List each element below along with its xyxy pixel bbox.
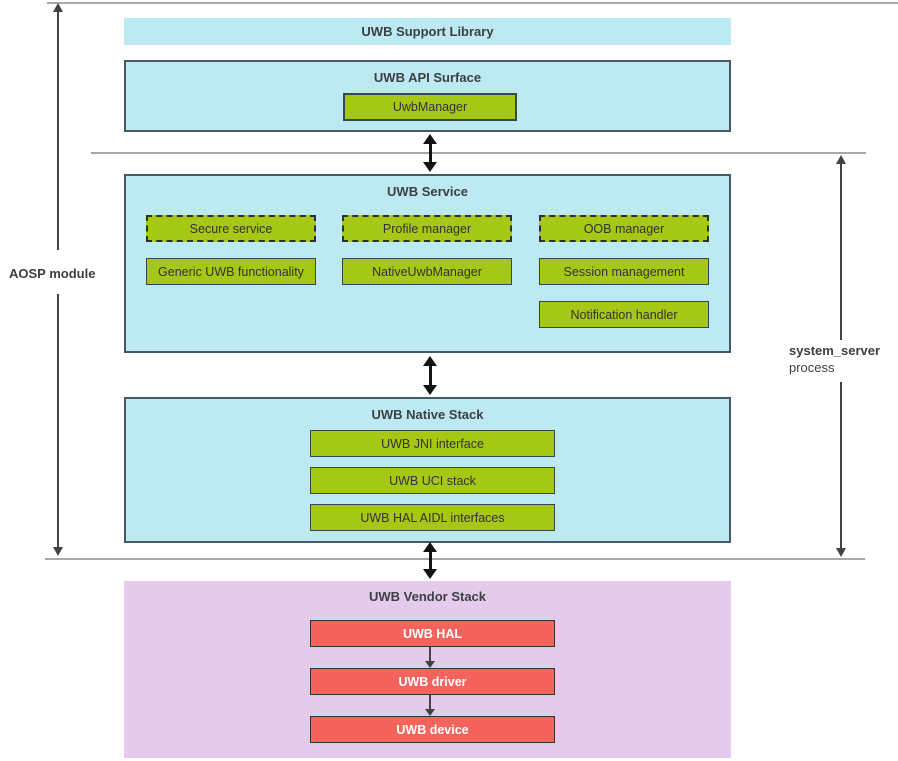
- arrowhead-down-icon: [423, 569, 437, 579]
- system-server-span-arrowhead-up-icon: [836, 155, 846, 164]
- uwb-support-library-bar: UWB Support Library: [124, 18, 731, 45]
- system-server-label-line1: system_server: [789, 343, 881, 358]
- aosp-span-arrowhead-down-icon: [53, 547, 63, 556]
- notification-handler-chip: Notification handler: [539, 301, 709, 328]
- arrowhead-down-icon: [423, 162, 437, 172]
- uwb-hal-chip: UWB HAL: [310, 620, 555, 647]
- arrowhead-up-icon: [423, 542, 437, 552]
- system-server-process-label: system_server process: [789, 342, 880, 376]
- arrow-shaft: [428, 366, 432, 385]
- double-arrow-service-native-icon: [421, 356, 439, 395]
- uwb-support-library-title: UWB Support Library: [361, 24, 494, 39]
- separator-line-top: [47, 2, 898, 4]
- arrowhead-down-icon: [425, 661, 435, 668]
- arrow-shaft: [429, 647, 431, 661]
- aosp-module-label: AOSP module: [9, 266, 96, 281]
- uwb-api-surface-title: UWB API Surface: [373, 70, 482, 85]
- system-server-span-line-lower: [840, 382, 842, 549]
- arrow-driver-to-device-icon: [424, 695, 436, 716]
- uwb-vendor-stack-title: UWB Vendor Stack: [368, 589, 487, 604]
- arrow-shaft: [428, 144, 432, 162]
- double-arrow-api-service-icon: [421, 134, 439, 172]
- system-server-span-line-upper: [840, 163, 842, 340]
- native-uwb-manager-chip: NativeUwbManager: [342, 258, 512, 285]
- arrow-hal-to-driver-icon: [424, 647, 436, 668]
- uwb-driver-chip: UWB driver: [310, 668, 555, 695]
- profile-manager-chip: Profile manager: [342, 215, 512, 242]
- arrow-shaft: [428, 552, 432, 569]
- system-server-label-line2: process: [789, 360, 835, 375]
- arrowhead-down-icon: [425, 709, 435, 716]
- arrowhead-up-icon: [423, 356, 437, 366]
- uwbmanager-chip: UwbManager: [343, 93, 517, 121]
- session-management-chip: Session management: [539, 258, 709, 285]
- uwb-device-chip: UWB device: [310, 716, 555, 743]
- separator-line-app-system: [91, 152, 866, 154]
- arrowhead-down-icon: [423, 385, 437, 395]
- aosp-span-line-upper: [57, 11, 59, 250]
- uwb-hal-aidl-interfaces-chip: UWB HAL AIDL interfaces: [310, 504, 555, 531]
- uwb-native-stack-title: UWB Native Stack: [371, 407, 484, 422]
- system-server-span-arrowhead-down-icon: [836, 548, 846, 557]
- uwb-jni-interface-chip: UWB JNI interface: [310, 430, 555, 457]
- separator-line-system-vendor: [45, 558, 865, 560]
- aosp-span-arrowhead-up-icon: [53, 3, 63, 12]
- secure-service-chip: Secure service: [146, 215, 316, 242]
- oob-manager-chip: OOB manager: [539, 215, 709, 242]
- arrowhead-up-icon: [423, 134, 437, 144]
- aosp-span-line-lower: [57, 294, 59, 547]
- uwb-uci-stack-chip: UWB UCI stack: [310, 467, 555, 494]
- arrow-shaft: [429, 695, 431, 709]
- double-arrow-native-vendor-icon: [421, 542, 439, 579]
- uwb-service-title: UWB Service: [387, 184, 468, 199]
- generic-uwb-functionality-chip: Generic UWB functionality: [146, 258, 316, 285]
